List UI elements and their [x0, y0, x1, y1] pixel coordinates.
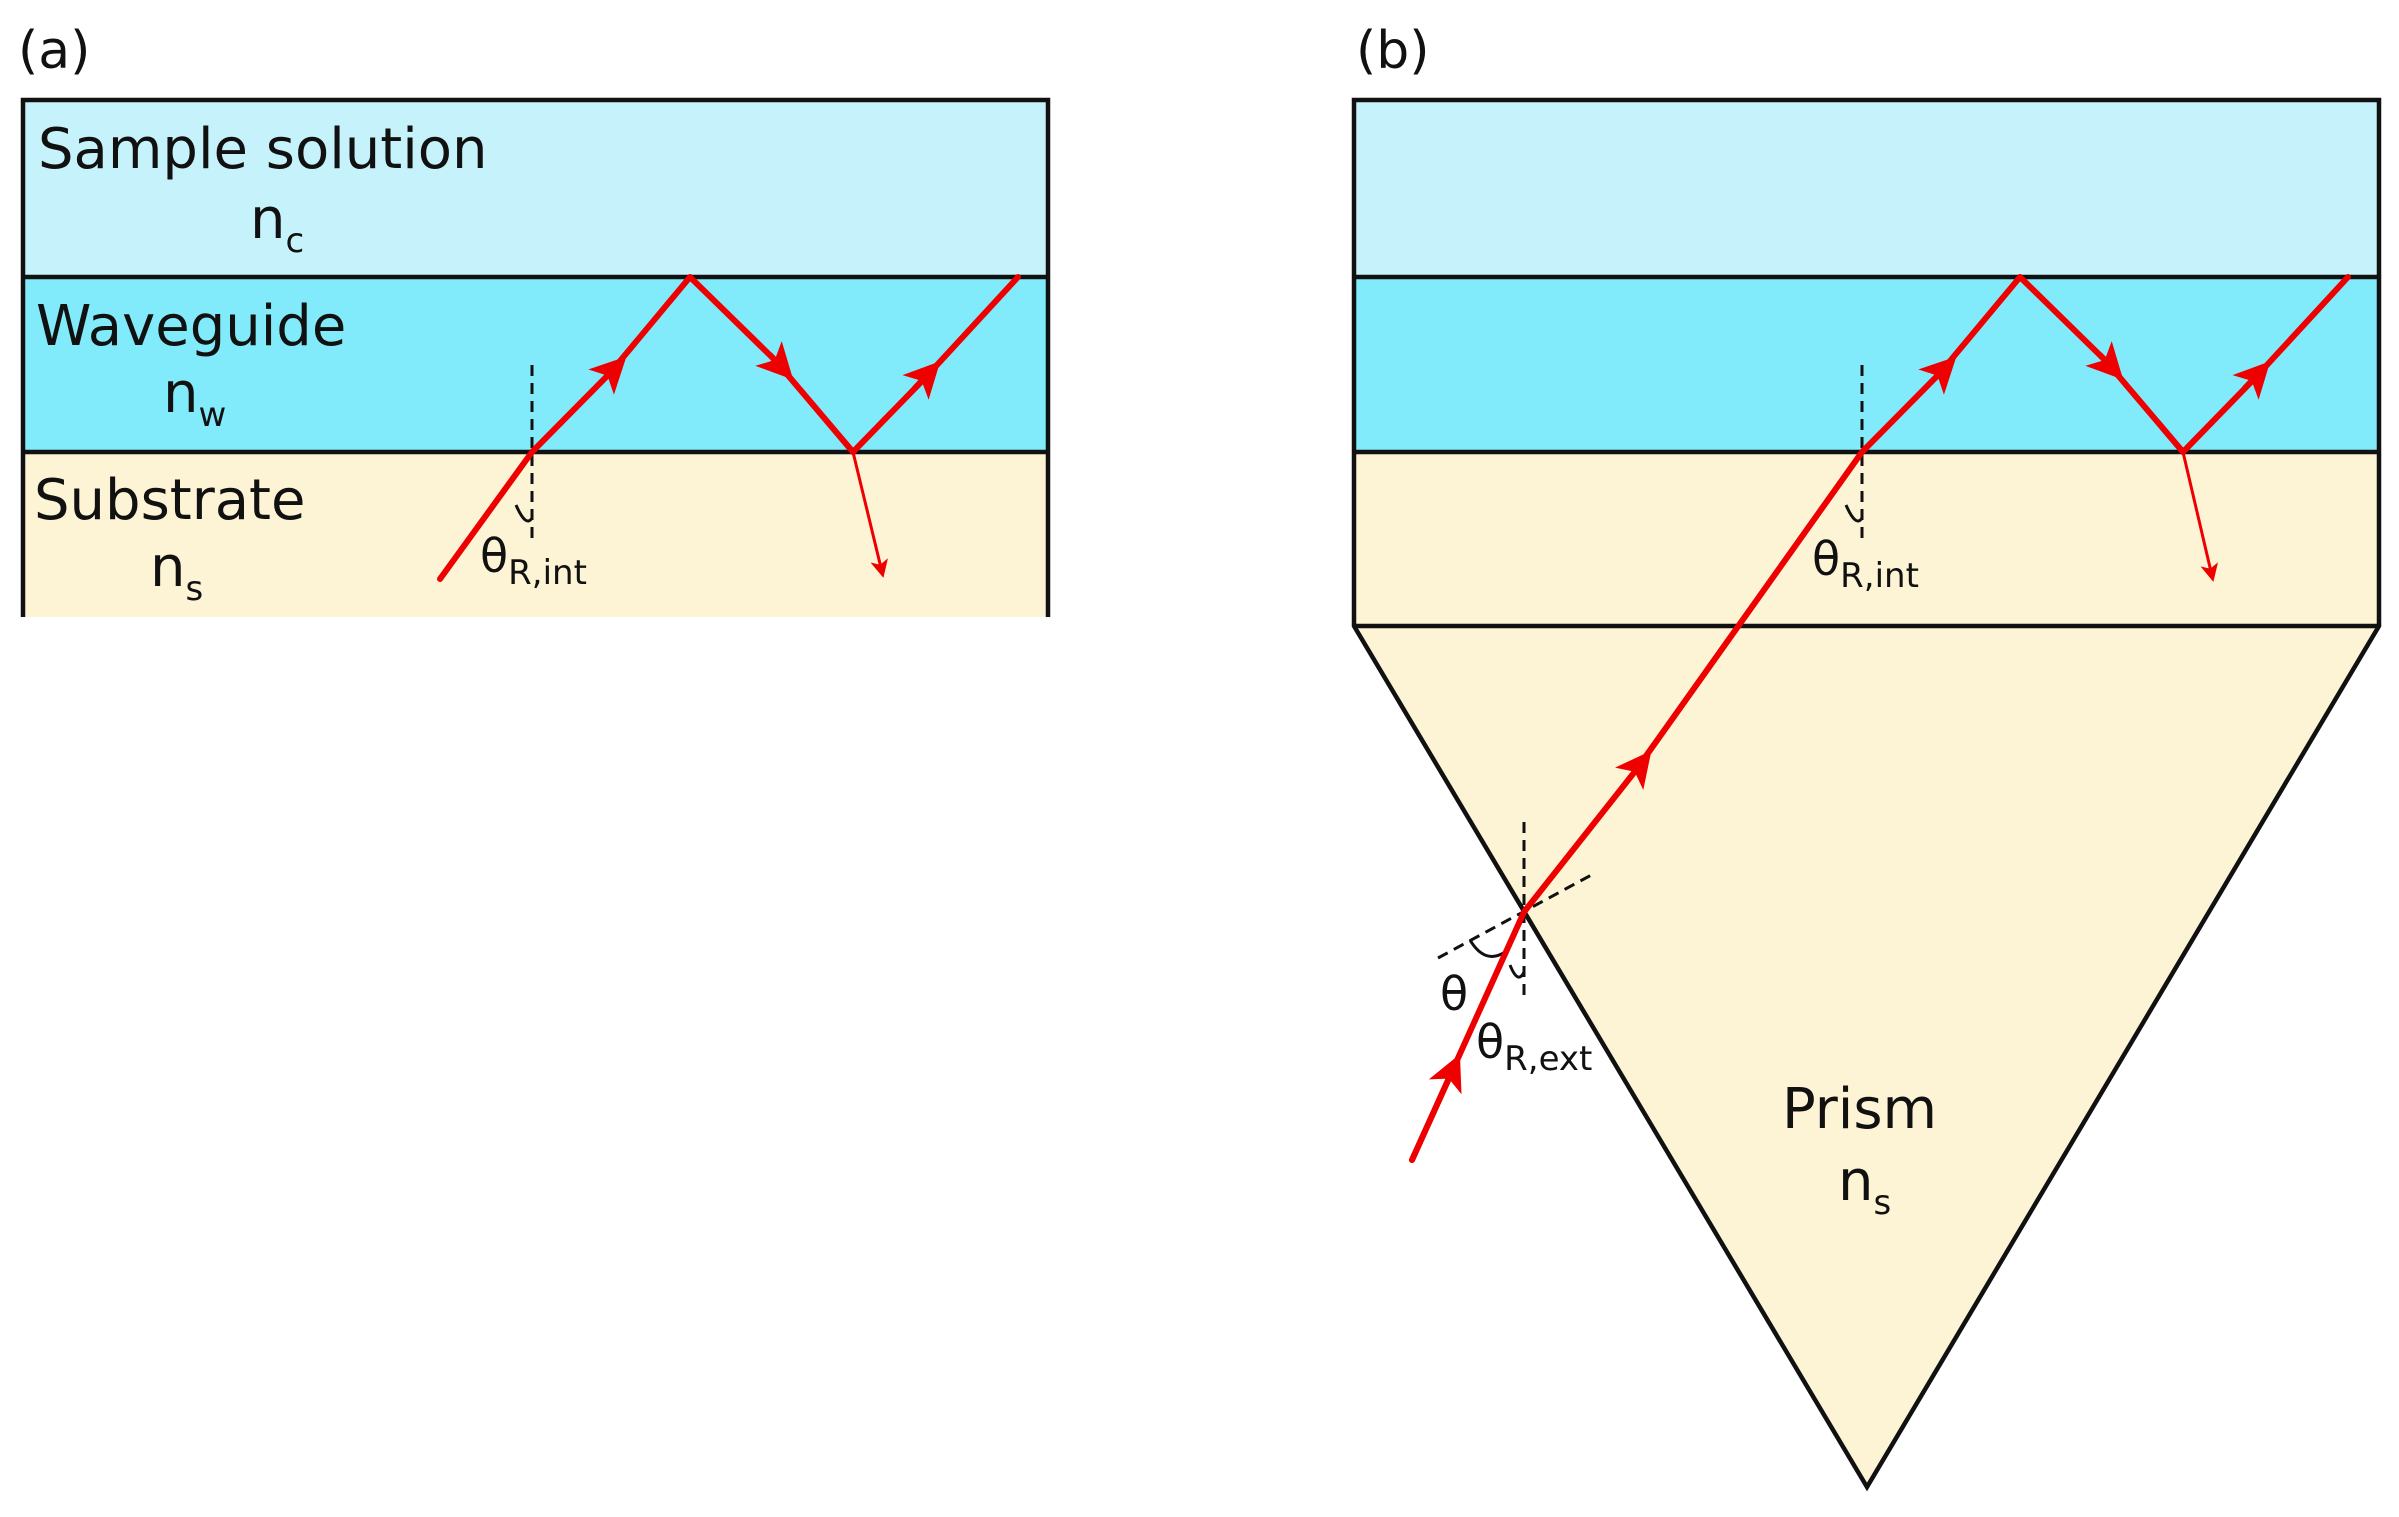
- waveguide-index-label: nw: [163, 361, 226, 435]
- leaky-ray-b: [2181, 451, 2219, 582]
- angle-arc-incident: [1468, 939, 1506, 958]
- prism-face-normal: [1437, 871, 1596, 960]
- angle-label-incident: θ: [1440, 967, 1468, 1021]
- angle-label-ext: θR,ext: [1476, 1015, 1592, 1079]
- guided-ray-b: [1409, 274, 2351, 1163]
- cover-layer-b: [1354, 100, 2379, 277]
- prism-index-label: ns: [1838, 1149, 1891, 1223]
- cover-index-label: nc: [250, 187, 304, 261]
- angle-label-a: θR,int: [480, 529, 587, 593]
- cover-name-label: Sample solution: [38, 117, 488, 182]
- substrate-layer-a: [23, 452, 1048, 617]
- waveguide-layer-b: [1354, 277, 2379, 452]
- cover-layer-a: [23, 100, 1048, 277]
- angle-arc-int-b: [1844, 504, 1864, 523]
- panel-a: (a) Sample solution nc Waveguide nw Subs…: [18, 21, 1051, 617]
- leaky-ray-a: [851, 451, 888, 578]
- waveguide-layer-a: [23, 277, 1048, 452]
- prism-name-label: Prism: [1782, 1077, 1937, 1142]
- angle-arc-ext: [1508, 964, 1526, 979]
- substrate-name-label: Substrate: [34, 468, 305, 533]
- substrate-layer-b: [1354, 452, 2379, 626]
- panel-b-label: (b): [1356, 21, 1430, 81]
- prism-body: [1354, 626, 2379, 1487]
- layer-outlines-b: [1351, 97, 2382, 1492]
- panel-b: (b) θR,int θ: [1351, 21, 2382, 1492]
- panel-a-label: (a): [18, 21, 90, 81]
- angle-arc-a: [514, 504, 534, 523]
- angle-label-int-b: θR,int: [1812, 532, 1919, 596]
- substrate-index-label: ns: [150, 535, 203, 609]
- waveguide-name-label: Waveguide: [36, 294, 346, 359]
